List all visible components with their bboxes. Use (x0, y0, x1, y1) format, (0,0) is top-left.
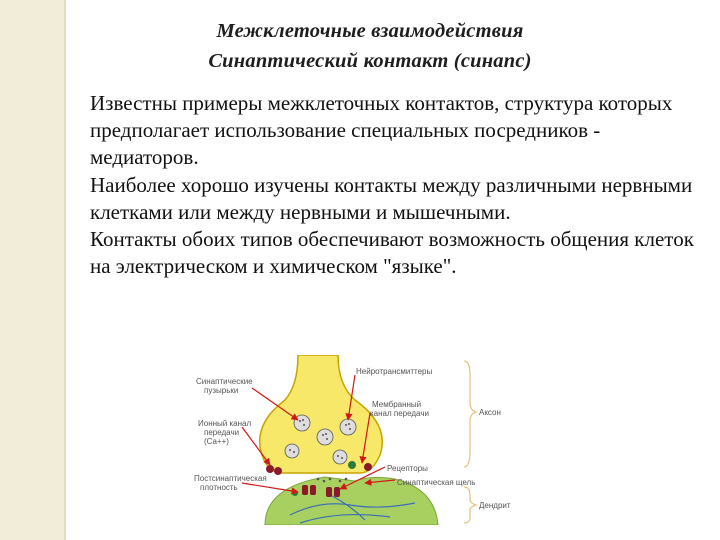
decorative-side-band (0, 0, 66, 540)
slide-title: Межклеточные взаимодействия (216, 20, 524, 42)
axon-brace (463, 360, 479, 468)
label-axon: Аксон (479, 408, 501, 417)
label-vesicles-line1: Синаптические (196, 377, 253, 386)
dendrite-fibers (289, 494, 416, 524)
ion-channels (266, 461, 372, 475)
paragraph-3: Контакты обоих типов обеспечивают возмож… (90, 227, 694, 279)
label-postsynaptic-line1: Постсинаптическая (194, 474, 267, 483)
presynaptic-terminal (258, 355, 383, 474)
label-postsynaptic-line2: плотность (200, 483, 238, 492)
label-ion-channel-line2: передачи (204, 428, 239, 437)
label-receptors: Рецепторы (387, 464, 428, 473)
label-synaptic-cleft: Синаптическая щель (397, 478, 475, 487)
label-ion-channel-line1: Ионный канал (198, 419, 251, 428)
body-text: Известны примеры межклеточных контактов,… (90, 90, 700, 280)
label-ion-channel-line3: (Ca++) (204, 437, 229, 446)
slide-subtitle: Синаптический контакт (синапс) (208, 50, 532, 72)
synaptic-vesicles (284, 414, 357, 465)
paragraph-2: Наиболее хорошо изучены контакты между р… (90, 172, 693, 224)
pointer-arrows (241, 374, 396, 495)
label-neurotransmitters: Нейротрансмиттеры (356, 367, 433, 376)
label-vesicles-line2: пузырьки (204, 386, 238, 395)
synapse-diagram: Синаптические пузырьки Нейротрансмиттеры… (194, 355, 511, 525)
label-membrane-channel-line1: Мембранный (372, 400, 421, 409)
paragraph-1: Известны примеры межклеточных контактов,… (90, 91, 673, 170)
dendrite-brace (463, 486, 479, 524)
label-dendrite: Дендрит (479, 501, 511, 510)
label-membrane-channel-line2: канал передачи (370, 409, 429, 418)
